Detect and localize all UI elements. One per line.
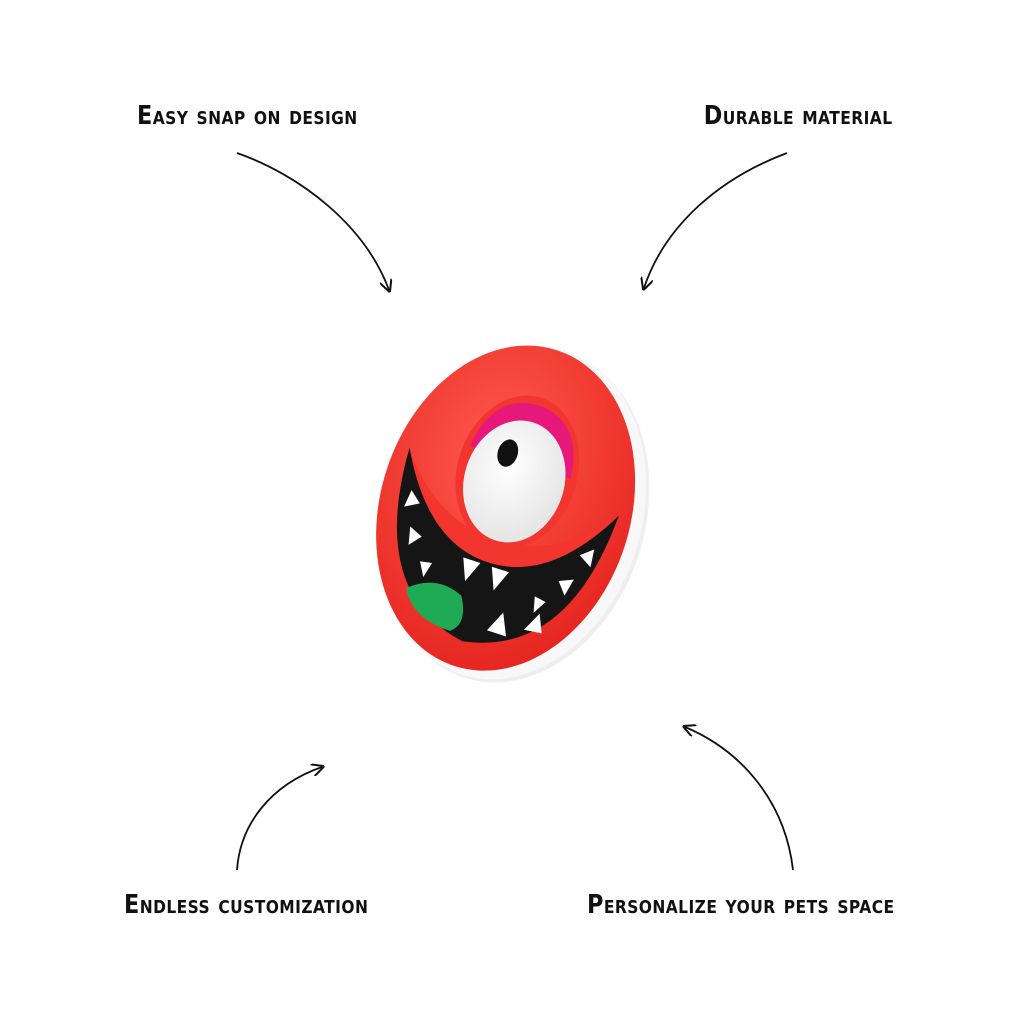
- curved-arrow-icon-top-left: [236, 152, 389, 290]
- feature-label-customization: Endless customization: [124, 890, 369, 920]
- feature-label-durable: Durable material: [704, 101, 893, 131]
- curved-arrow-icon-bottom-right: [685, 727, 794, 871]
- monster-charm-icon: [376, 345, 650, 683]
- feature-label-easy-snap: Easy snap on design: [137, 101, 358, 131]
- curved-arrow-icon-top-right: [644, 152, 788, 288]
- feature-label-personalize: Personalize your pets space: [586, 890, 894, 920]
- curved-arrow-icon-bottom-left: [236, 767, 322, 871]
